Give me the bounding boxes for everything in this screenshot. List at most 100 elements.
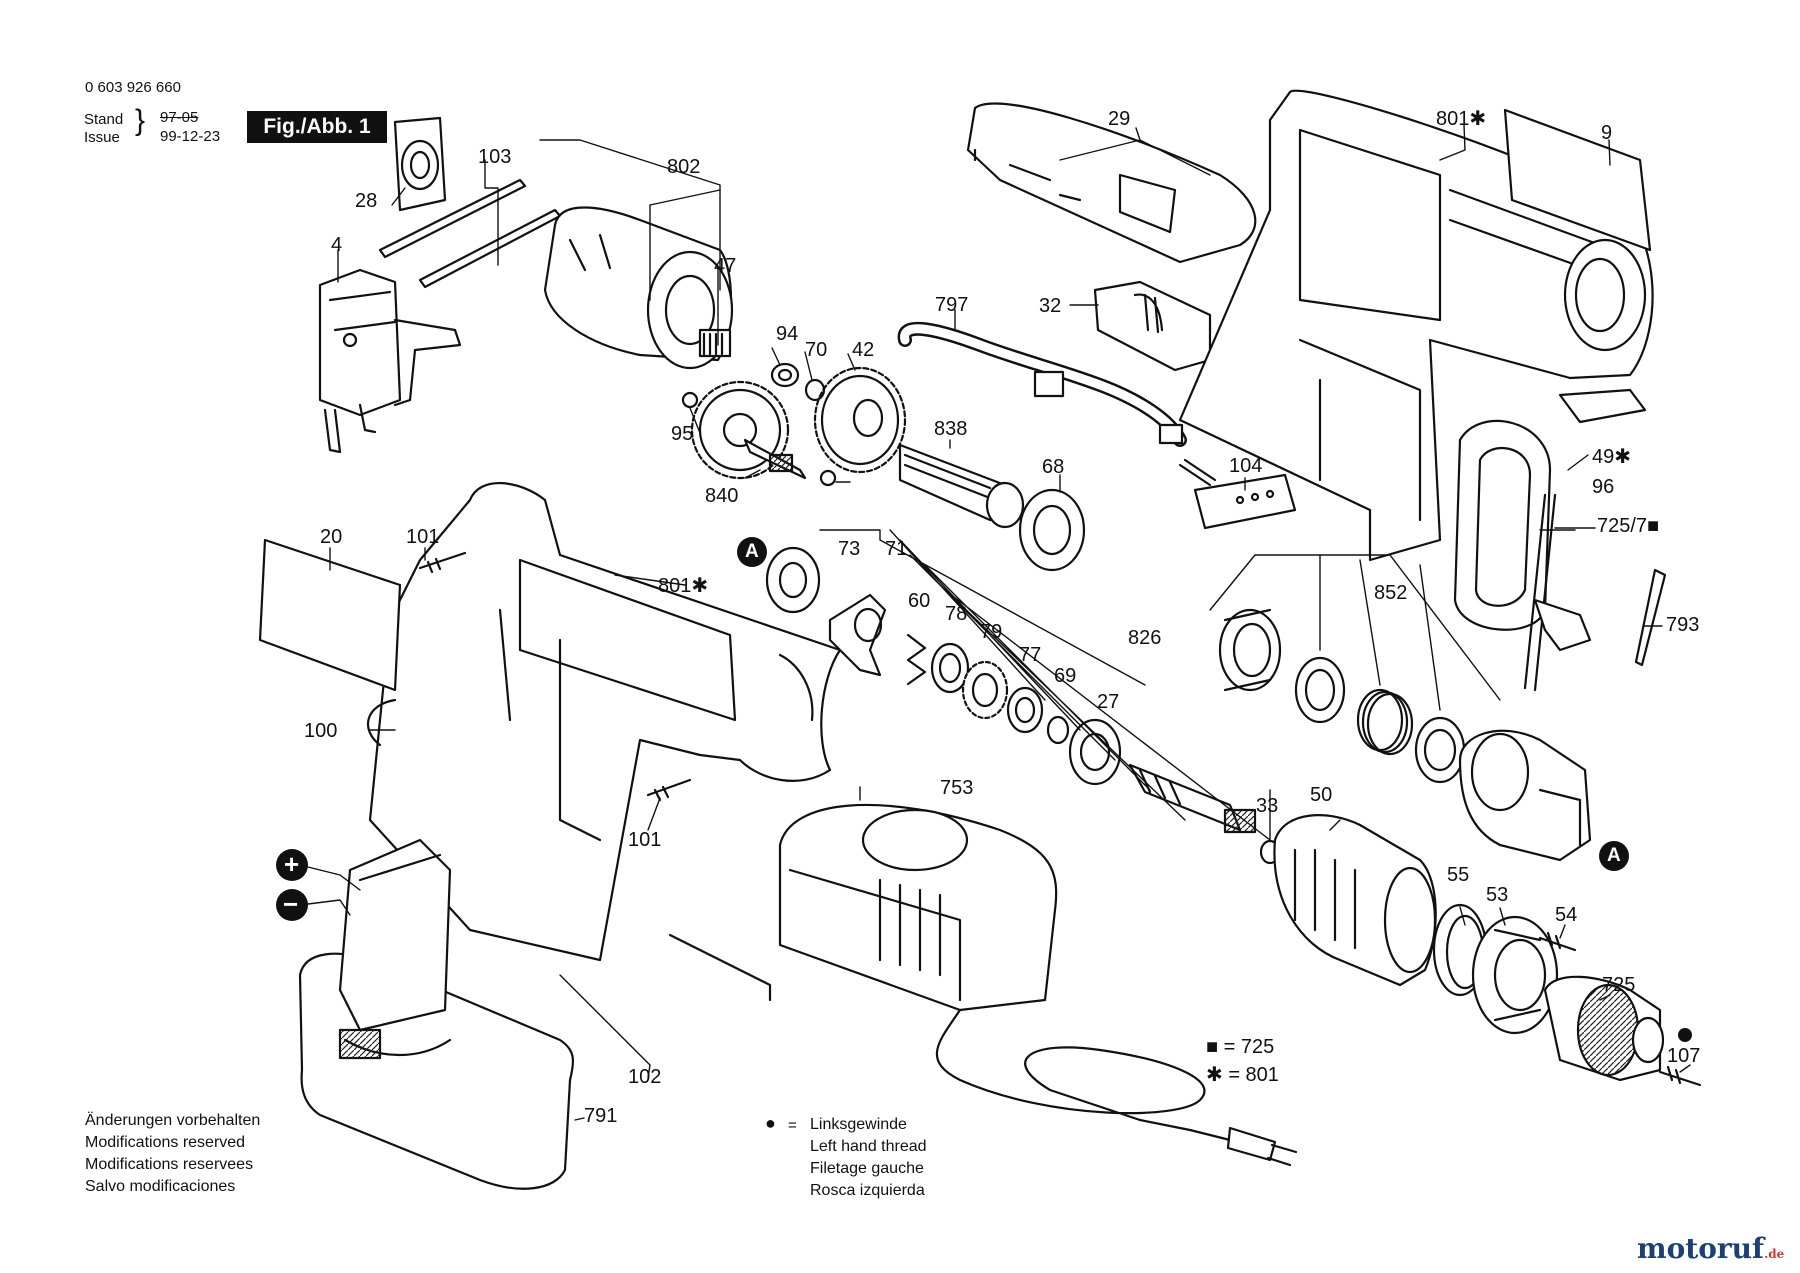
part-label: 107	[1667, 1045, 1701, 1067]
part-label: 797	[935, 294, 969, 316]
part-label: 73	[838, 538, 861, 560]
part-label: 103	[478, 146, 512, 168]
marker-a-right	[1599, 841, 1629, 871]
stand-label: Stand	[84, 111, 124, 128]
housing-half-left	[368, 482, 842, 962]
part-label: 27	[1097, 691, 1120, 713]
minus-symbol: −	[283, 889, 299, 919]
part-number: 0 603 926 660	[85, 79, 181, 96]
part-label: 20	[320, 526, 343, 548]
part-label: 42	[852, 339, 875, 361]
legend-dot: ●	[765, 1113, 776, 1133]
part-label: 33	[1256, 795, 1279, 817]
part-label: 753	[940, 777, 974, 799]
part-label: 55	[1447, 864, 1470, 886]
part-label: 725/7■	[1597, 515, 1660, 537]
leader-lines	[299, 124, 1691, 1121]
part-label: 801✱	[1436, 108, 1487, 130]
marker-a-left	[737, 537, 767, 567]
chuck-key-725-7	[1523, 493, 1592, 692]
legend-line: Rosca izquierda	[810, 1182, 925, 1199]
label-plate-9	[1503, 108, 1652, 252]
part-label: 9	[1601, 122, 1613, 144]
part-label: 852	[1374, 582, 1408, 604]
stand-value: 97-05	[160, 109, 199, 126]
brush-holder-28	[393, 116, 447, 212]
ring-852d	[1414, 716, 1466, 784]
modification-note: Salvo modificaciones	[85, 1178, 236, 1195]
screw-54	[1538, 931, 1577, 952]
sleeve-50	[1273, 814, 1437, 987]
screw-101b	[646, 778, 692, 802]
modification-note: Modifications reserved	[85, 1134, 246, 1151]
ring-77	[1006, 686, 1044, 734]
issue-label: Issue	[84, 129, 120, 146]
part-label: 70	[805, 339, 828, 361]
sleeve-852a	[1218, 608, 1282, 692]
part-label: 725	[1602, 974, 1636, 996]
part-label: 100	[304, 720, 338, 742]
plus-marker	[276, 849, 308, 881]
legend-star: ✱ = 801	[1206, 1064, 1279, 1086]
legend-line: Filetage gauche	[810, 1160, 924, 1177]
watermark-tld: .de	[1764, 1247, 1785, 1261]
ring-73	[765, 546, 821, 614]
part-label: A	[745, 541, 759, 562]
part-label: 94	[776, 323, 799, 345]
washer-95a	[681, 391, 699, 409]
spindle-838	[898, 443, 1025, 529]
legend-square: ■ = 725	[1206, 1036, 1275, 1058]
wire-102	[668, 933, 772, 1002]
part-label: 96	[1592, 476, 1615, 498]
bit-holder-96	[1453, 419, 1552, 631]
part-label: 50	[1310, 784, 1333, 806]
watermark-logo: motoruf.de	[1637, 1232, 1784, 1265]
modification-note: Änderungen vorbehalten	[85, 1112, 261, 1129]
charger-753	[778, 803, 1298, 1167]
bushing-94	[770, 362, 800, 388]
part-label: 104	[1229, 455, 1263, 477]
bearing-68	[1018, 488, 1086, 572]
part-label: 102	[628, 1066, 662, 1088]
figure-label: Fig./Abb. 1	[247, 111, 387, 143]
gear-42	[813, 366, 907, 474]
modification-note: Modifications reservees	[85, 1156, 254, 1173]
chuck-body-53	[1471, 915, 1559, 1035]
legend-line: Left hand thread	[810, 1138, 927, 1155]
part-label: A	[1607, 845, 1621, 866]
part-label: 95	[671, 423, 694, 445]
plus-symbol: +	[284, 849, 300, 879]
strap-797	[897, 321, 1187, 447]
part-label: 801✱	[658, 575, 709, 597]
part-label: 793	[1666, 614, 1700, 636]
wire-100	[367, 698, 397, 747]
clip-32	[1093, 280, 1212, 372]
legend-line: Linksgewinde	[810, 1116, 907, 1133]
sleeve-852b	[1294, 656, 1346, 724]
washer-95b	[819, 469, 837, 487]
battery-pack-791	[298, 838, 575, 1190]
shaft-826	[1128, 763, 1257, 834]
part-label: 77	[1019, 644, 1042, 666]
part-label: 60	[908, 590, 931, 612]
part-label: 78	[945, 603, 968, 625]
part-label: 54	[1555, 904, 1578, 926]
cover-29	[966, 102, 1257, 264]
washer-70	[804, 378, 826, 402]
chuck-725	[1543, 975, 1665, 1082]
part-label: 791	[584, 1105, 618, 1127]
part-label: 838	[934, 418, 968, 440]
part-label: 101	[628, 829, 662, 851]
part-label: 71	[885, 538, 908, 560]
part-label: 802	[667, 156, 701, 178]
lever-71	[828, 593, 887, 677]
part-label: 840	[705, 485, 739, 507]
part-label: 4	[331, 234, 343, 256]
part-label: 79	[980, 621, 1003, 643]
part-label: 49✱	[1592, 446, 1632, 468]
clutch-housing-852e	[1458, 729, 1592, 862]
left-hand-thread-dot	[1678, 1028, 1692, 1042]
spring-60	[906, 633, 927, 686]
watermark-brand: motoruf	[1637, 1232, 1765, 1265]
minus-marker	[276, 889, 308, 921]
